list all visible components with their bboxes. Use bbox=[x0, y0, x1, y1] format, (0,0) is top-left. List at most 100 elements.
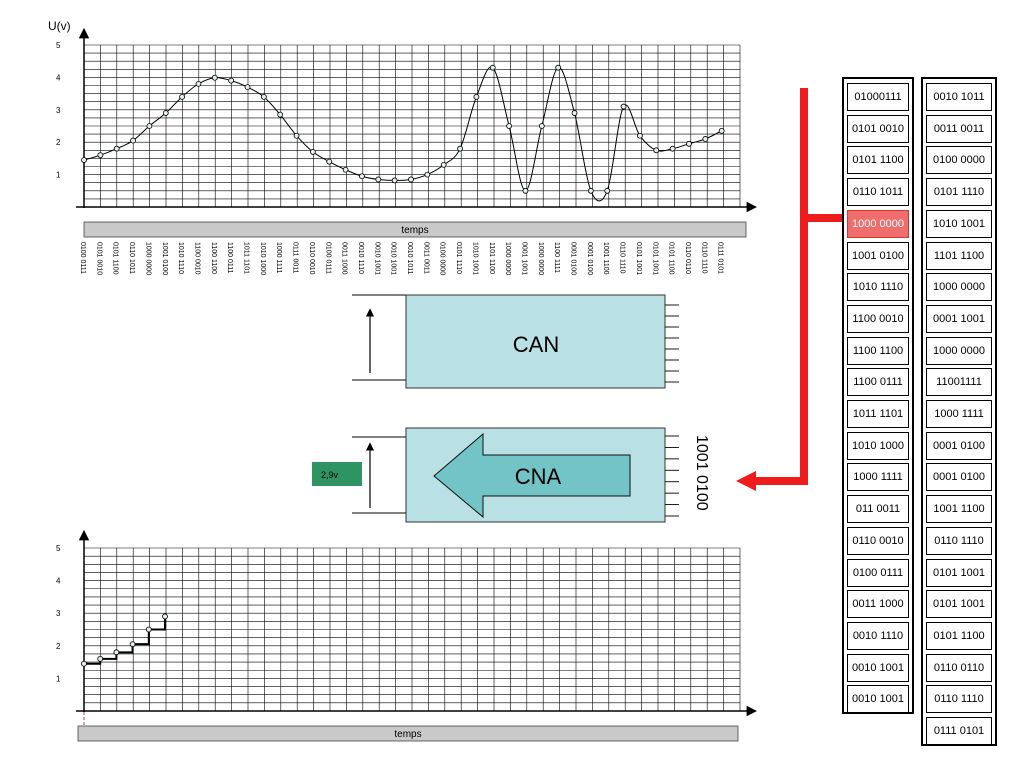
sample-code-label: 1010 1000 bbox=[259, 242, 266, 275]
sample-point bbox=[211, 74, 218, 81]
can-label: CAN bbox=[513, 332, 559, 357]
code-cell: 01000111 bbox=[847, 83, 909, 111]
code-cell: 0110 0010 bbox=[847, 526, 909, 555]
reconstructed-staircase bbox=[84, 616, 166, 665]
code-cell: 1010 1000 bbox=[847, 431, 909, 460]
sample-point bbox=[391, 177, 398, 184]
sample-point bbox=[587, 187, 594, 194]
sample-code-label: 0110 1110 bbox=[619, 242, 626, 274]
sample-point bbox=[522, 187, 529, 194]
code-cell: 0001 1001 bbox=[926, 304, 992, 333]
signal-curve bbox=[83, 66, 722, 202]
sample-point bbox=[228, 77, 235, 84]
code-cell: 0101 1001 bbox=[926, 558, 992, 587]
reconstructed-point bbox=[145, 626, 152, 633]
code-cell: 0101 1100 bbox=[926, 621, 992, 650]
code-cell: 0010 1001 bbox=[847, 685, 909, 714]
code-cell: 1010 1001 bbox=[926, 209, 992, 238]
sample-code-label: 0011 1000 bbox=[341, 242, 348, 275]
sample-code-label: 0001 0100 bbox=[586, 242, 593, 275]
sample-code-label: 1101 1100 bbox=[488, 242, 495, 274]
sample-code-label: 1011 1101 bbox=[243, 242, 250, 274]
pointer-to-table bbox=[800, 214, 844, 222]
sample-point bbox=[506, 123, 513, 129]
sample-point bbox=[702, 136, 709, 142]
reconstructed-point bbox=[81, 660, 87, 667]
code-cell: 1000 1111 bbox=[847, 463, 909, 492]
sample-point bbox=[637, 132, 643, 139]
sample-code-label: 0100 0000 bbox=[439, 242, 446, 275]
code-cell: 11001111 bbox=[926, 368, 992, 397]
sample-code-label: 1100 1100 bbox=[210, 242, 217, 274]
y-tick-label: 3 bbox=[56, 106, 61, 115]
code-cell: 0010 1011 bbox=[926, 83, 992, 111]
code-cell-highlighted: 1000 0000 bbox=[847, 209, 909, 238]
code-cell: 0101 0010 bbox=[847, 114, 909, 143]
sample-point bbox=[620, 103, 627, 110]
sample-point bbox=[260, 93, 267, 100]
sample-code-label: 0101 1001 bbox=[635, 242, 642, 275]
reconstructed-point bbox=[113, 649, 120, 656]
pointer-vertical bbox=[800, 88, 808, 485]
sample-point bbox=[162, 110, 169, 116]
sample-code-label: 1100 0010 bbox=[193, 242, 200, 275]
sample-point bbox=[457, 145, 463, 152]
cna-label: CNA bbox=[515, 464, 562, 489]
sample-point bbox=[424, 171, 431, 178]
sample-code-label: 1010 1001 bbox=[471, 242, 478, 275]
sample-code-label: 1001 1100 bbox=[602, 242, 609, 275]
sample-point bbox=[179, 93, 186, 100]
code-cell: 1011 1101 bbox=[847, 400, 909, 428]
reconstructed-point bbox=[129, 641, 136, 648]
code-cell: 0110 0110 bbox=[926, 653, 992, 682]
code-cell: 1100 1100 bbox=[847, 336, 909, 365]
sample-code-label: 0100 0111 bbox=[79, 242, 86, 274]
sample-point bbox=[489, 64, 496, 71]
sample-point bbox=[604, 187, 611, 194]
cna-input-code: 1001 0100 bbox=[693, 435, 710, 511]
sample-code-label: 1001 0100 bbox=[161, 242, 168, 275]
sample-point bbox=[195, 80, 202, 87]
code-cell: 1000 0000 bbox=[926, 273, 992, 302]
code-cell: 011 0011 bbox=[847, 495, 909, 524]
code-cell: 0011 1000 bbox=[847, 590, 909, 619]
sample-code-label: 0001 0100 bbox=[570, 242, 577, 275]
pointer-horizontal bbox=[750, 477, 808, 485]
sample-point bbox=[244, 84, 251, 91]
sample-point bbox=[277, 111, 284, 118]
y-tick-label: 4 bbox=[56, 73, 61, 82]
sample-point bbox=[653, 147, 660, 154]
sample-point bbox=[555, 64, 562, 71]
sample-code-label: 0101 1100 bbox=[112, 242, 119, 275]
sample-code-label: 0101 1001 bbox=[651, 242, 658, 275]
time-bar-bottom bbox=[77, 725, 739, 742]
sample-point bbox=[293, 132, 300, 139]
can-box bbox=[405, 294, 666, 389]
sample-code-label: 0101 1110 bbox=[455, 242, 462, 274]
time-label-top: temps bbox=[401, 225, 428, 236]
sample-point bbox=[718, 127, 725, 134]
y-tick-label: 1 bbox=[56, 171, 61, 180]
code-cell: 1010 1110 bbox=[847, 273, 909, 302]
sample-code-label: 1100 1111 bbox=[553, 242, 560, 273]
sample-code-label: 0010 1001 bbox=[373, 242, 380, 275]
time-label-bottom: temps bbox=[394, 729, 421, 740]
code-cell: 0100 0111 bbox=[847, 558, 909, 587]
red-pointer-arrow bbox=[736, 88, 844, 491]
sample-code-label: 0110 1011 bbox=[128, 242, 135, 274]
code-cell: 0101 1110 bbox=[926, 178, 992, 207]
reconstructed-point bbox=[97, 655, 104, 662]
sample-point bbox=[375, 176, 382, 183]
sample-point bbox=[146, 123, 153, 129]
sample-code-label: 0001 1001 bbox=[520, 242, 527, 275]
sample-code-label: 0010 1001 bbox=[390, 242, 397, 275]
sample-point bbox=[130, 137, 136, 144]
time-bar-top bbox=[83, 221, 747, 238]
code-cell: 1101 1100 bbox=[926, 241, 992, 270]
pointer-head bbox=[736, 471, 756, 491]
cna-input-pins bbox=[665, 435, 679, 517]
